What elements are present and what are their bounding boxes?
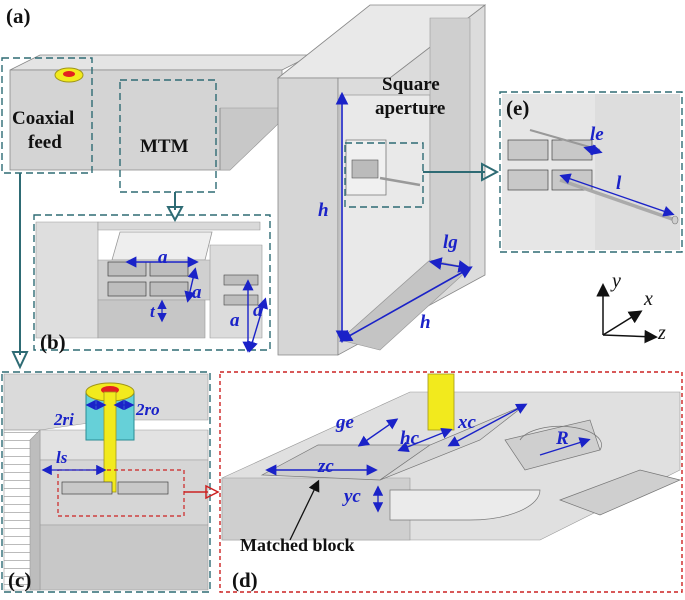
dim-R: R [556, 428, 569, 449]
dim-xc: xc [458, 412, 476, 433]
dim-lg: lg [443, 232, 458, 253]
dim-h-horizontal: h [420, 312, 431, 333]
dim-2ro: 2ro [136, 400, 160, 419]
dim-t: t [150, 302, 155, 321]
panel-label-e: (e) [506, 96, 530, 120]
dim-a-top: a [158, 247, 168, 268]
dim-h-vertical: h [318, 200, 329, 221]
matched-block-label: Matched block [240, 535, 355, 555]
mtm-label: MTM [140, 136, 189, 157]
dim-a-right1: a [230, 310, 240, 331]
dim-2ri: 2ri [54, 410, 74, 429]
aperture-frame [276, 4, 487, 356]
dim-ge: ge [336, 412, 354, 433]
panel-label-c: (c) [8, 568, 32, 592]
dim-yc: yc [344, 486, 361, 507]
dim-ls: ls [56, 448, 68, 467]
panel-e-probe-detail [499, 91, 683, 253]
axis-z-label: z [658, 322, 666, 344]
panel-label-d: (d) [232, 568, 258, 592]
square-label: Square [382, 74, 440, 95]
panel-b-mtm-detail [33, 214, 271, 353]
dim-hc: hc [400, 428, 419, 449]
panel-label-a: (a) [6, 4, 31, 28]
dim-l: l [616, 173, 622, 194]
panel-d-matched-block [219, 371, 683, 593]
panel-label-b: (b) [40, 330, 66, 354]
axis-y-label: y [612, 270, 621, 292]
dim-le: le [590, 124, 604, 145]
dim-a-right2: a [253, 300, 263, 321]
feed-label: feed [28, 132, 62, 153]
coaxial-label: Coaxial [12, 108, 75, 129]
coordinate-axes [596, 283, 658, 344]
aperture-label: aperture [375, 98, 446, 119]
dim-zc: zc [318, 456, 334, 477]
axis-x-label: x [644, 288, 653, 310]
panel-c-coax-detail [1, 371, 211, 593]
waveguide-model [9, 54, 313, 171]
dim-a-side: a [192, 282, 202, 303]
